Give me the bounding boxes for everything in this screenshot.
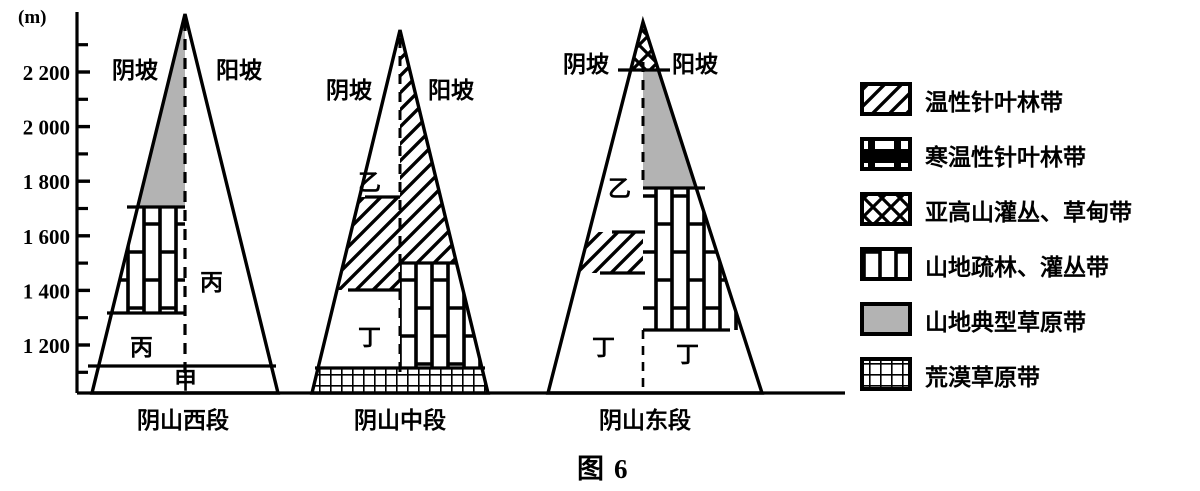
mountain-profile-west: 阴坡 阳坡 丙 丙 甲 阴山西段 bbox=[88, 13, 281, 434]
band-mountain-steppe-m1 bbox=[92, 14, 185, 207]
mountain-profile-east: 阴坡 阳坡 乙 丁 丁 阴山东段 bbox=[545, 15, 765, 434]
legend-item-cold-temperate-conifer[interactable]: 寒温性针叶林带 bbox=[860, 137, 1086, 171]
legend-item-mountain-typical-steppe[interactable]: 山地典型草原带 bbox=[860, 302, 1086, 336]
legend-label-3: 亚高山灌丛、草甸带 bbox=[925, 199, 1132, 226]
band-desert-steppe-m2 bbox=[312, 368, 488, 393]
base-label-m1: 阴山西段 bbox=[137, 407, 229, 434]
band-mountain-steppe-m3 bbox=[643, 70, 760, 188]
slope-label-shady-m3: 阴坡 bbox=[563, 52, 609, 78]
legend-label-1: 温性针叶林带 bbox=[925, 89, 1063, 116]
mountain-profile-central: 阴坡 阳坡 乙 丁 阴山中段 bbox=[309, 29, 491, 434]
legend-item-desert-steppe[interactable]: 荒漠草原带 bbox=[860, 357, 1040, 391]
y-tick-label-1800: 1 800 bbox=[23, 170, 70, 194]
slope-label-sunny-m1: 阳坡 bbox=[216, 58, 262, 84]
base-label-m3: 阴山东段 bbox=[599, 407, 691, 434]
slope-label-sunny-m2: 阳坡 bbox=[428, 78, 474, 104]
legend-item-subalpine-shrub-meadow[interactable]: 亚高山灌丛、草甸带 bbox=[860, 192, 1132, 226]
zone-label-m3-ding-right: 丁 bbox=[676, 342, 699, 368]
zone-label-m1-jia: 甲 bbox=[174, 368, 197, 394]
slope-label-shady-m2: 阴坡 bbox=[326, 78, 372, 104]
zone-label-m3-ding-left: 丁 bbox=[592, 335, 615, 361]
legend-swatch-h-block-icon bbox=[860, 137, 912, 171]
legend-swatch-cross-hatch-icon bbox=[860, 192, 912, 226]
mountain-outline-m2 bbox=[309, 29, 491, 395]
y-tick-label-1200: 1 200 bbox=[23, 334, 70, 358]
band-temperate-conifer-m3 bbox=[548, 232, 643, 273]
legend-label-5: 山地典型草原带 bbox=[925, 309, 1086, 336]
legend: 温性针叶林带 寒温性针叶林带 亚高山灌丛、草甸带 山地疏林、灌丛带 山地典型草原… bbox=[860, 82, 1132, 391]
slope-label-shady-m1: 阴坡 bbox=[112, 58, 158, 84]
legend-swatch-fine-grid-icon bbox=[860, 357, 912, 391]
band-sparse-woodland-m1 bbox=[92, 207, 185, 313]
legend-label-2: 寒温性针叶林带 bbox=[925, 144, 1086, 171]
legend-item-sparse-woodland-shrub[interactable]: 山地疏林、灌丛带 bbox=[860, 247, 1109, 281]
mountain-outline-m1 bbox=[89, 13, 281, 395]
legend-swatch-gray-icon bbox=[860, 302, 912, 336]
legend-swatch-diagonal-hatch-icon bbox=[860, 82, 912, 116]
zone-label-m2-yi: 乙 bbox=[358, 170, 381, 196]
figure-caption: 图 6 bbox=[577, 454, 628, 485]
zone-label-m1-bing-left: 丙 bbox=[130, 335, 153, 361]
y-axis-unit: (m) bbox=[18, 7, 46, 28]
band-sparse-woodland-m3 bbox=[643, 188, 760, 330]
y-tick-label-2000: 2 000 bbox=[23, 116, 70, 140]
band-sparse-woodland-m2 bbox=[400, 263, 488, 368]
band-temperate-conifer-m2-shady bbox=[312, 197, 400, 290]
zone-label-m1-bing-right: 丙 bbox=[200, 270, 223, 296]
y-tick-label-1400: 1 400 bbox=[23, 279, 70, 303]
y-axis-minor-ticks bbox=[77, 43, 88, 374]
zone-label-m2-ding: 丁 bbox=[358, 325, 381, 351]
mountain-outline-m3 bbox=[545, 15, 765, 395]
legend-item-temperate-conifer[interactable]: 温性针叶林带 bbox=[860, 82, 1063, 116]
base-label-m2: 阴山中段 bbox=[354, 407, 446, 434]
caption-prefix: 图 bbox=[577, 454, 604, 485]
caption-number: 6 bbox=[614, 454, 628, 484]
legend-swatch-brick-icon bbox=[860, 247, 912, 281]
y-axis-major-ticks bbox=[77, 70, 90, 347]
zone-label-m3-yi: 乙 bbox=[608, 176, 631, 202]
y-axis: (m) 2 200 2 000 1 800 1 600 1 400 1 200 bbox=[18, 7, 90, 393]
slope-label-sunny-m3: 阳坡 bbox=[672, 52, 718, 78]
legend-label-6: 荒漠草原带 bbox=[925, 365, 1040, 391]
y-tick-label-2200: 2 200 bbox=[23, 61, 70, 85]
y-tick-label-1600: 1 600 bbox=[23, 225, 70, 249]
legend-label-4: 山地疏林、灌丛带 bbox=[925, 254, 1109, 281]
